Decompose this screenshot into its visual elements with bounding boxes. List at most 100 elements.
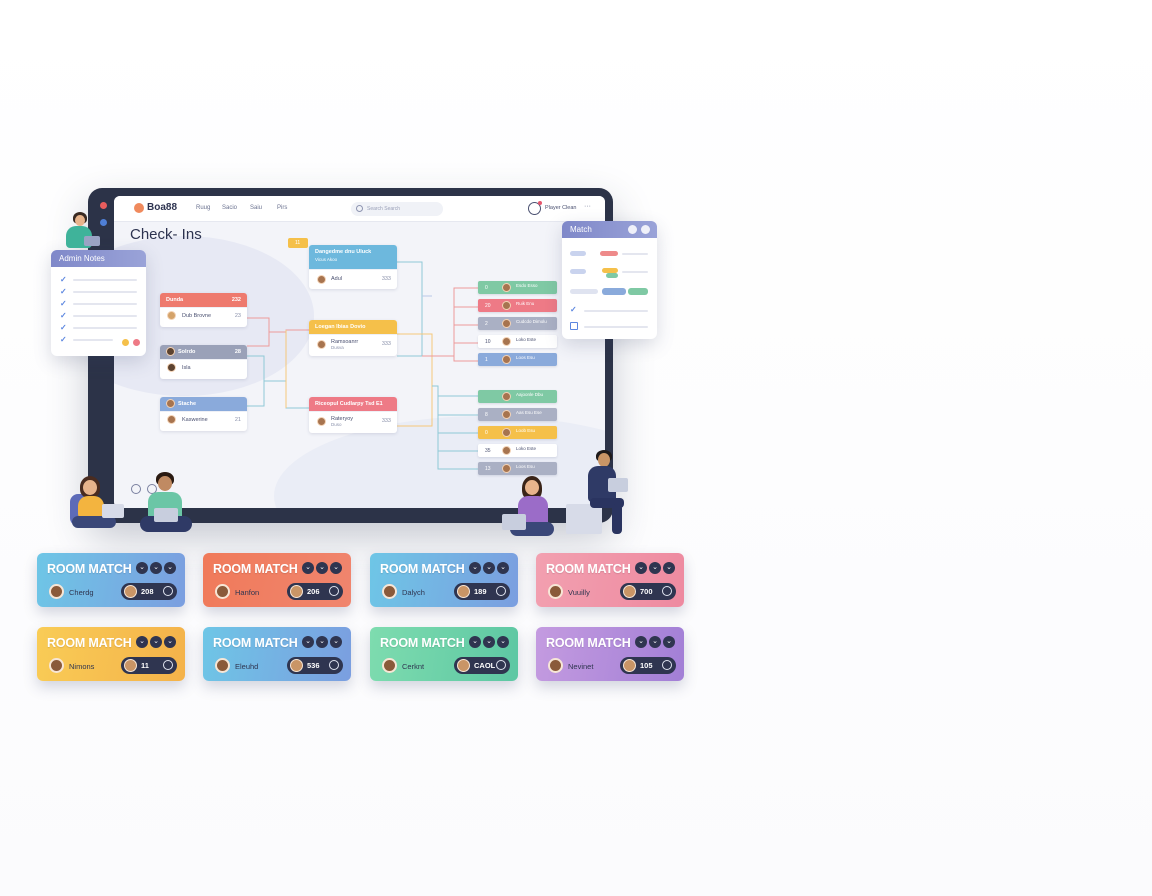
- search-input[interactable]: Search Search: [351, 202, 443, 216]
- player-name: Kaswerine: [182, 417, 208, 423]
- checkbox[interactable]: [570, 322, 578, 330]
- score-pill[interactable]: 189: [454, 583, 510, 600]
- score-value: CAOL: [474, 661, 496, 670]
- chevron-down-icon[interactable]: ⌄: [316, 562, 328, 574]
- chevron-down-icon[interactable]: ⌄: [635, 636, 647, 648]
- chevron-down-icon[interactable]: ⌄: [483, 636, 495, 648]
- nav-link[interactable]: Sacio: [222, 205, 238, 211]
- chevron-down-icon[interactable]: ⌄: [663, 636, 675, 648]
- check-icon[interactable]: ✓: [60, 287, 67, 296]
- match-panel[interactable]: Match ✓: [562, 221, 657, 339]
- chevron-down-icon[interactable]: ⌄: [469, 562, 481, 574]
- avatar: [167, 311, 176, 320]
- score-pill[interactable]: 105: [620, 657, 676, 674]
- search-placeholder: Search Search: [367, 206, 401, 212]
- pill-name: Loos Esu: [516, 464, 535, 469]
- bracket-connectors: [247, 261, 478, 470]
- chevron-down-icon[interactable]: ⌄: [663, 562, 675, 574]
- check-icon[interactable]: ✓: [60, 299, 67, 308]
- match-header-num: 232: [231, 297, 241, 303]
- avatar: [382, 584, 397, 599]
- chevron-down-icon[interactable]: ⌄: [302, 562, 314, 574]
- check-icon[interactable]: ✓: [570, 305, 577, 314]
- person-illustration: [66, 474, 132, 536]
- chevron-down-icon[interactable]: ⌄: [150, 562, 162, 574]
- divider-line: [584, 326, 648, 328]
- score-pill[interactable]: CAOL: [454, 657, 510, 674]
- user-icon[interactable]: [528, 202, 541, 215]
- chevron-down-icon[interactable]: ⌄: [136, 636, 148, 648]
- chevron-down-icon[interactable]: ⌄: [497, 562, 509, 574]
- chevron-down-icon[interactable]: ⌄: [164, 562, 176, 574]
- check-icon[interactable]: [641, 225, 650, 234]
- pill-name: Cudcdo Dimolu: [516, 319, 547, 324]
- chevron-down-icon[interactable]: ⌄: [150, 636, 162, 648]
- score-pill[interactable]: 208: [121, 583, 177, 600]
- chevron-down-icon[interactable]: ⌄: [164, 636, 176, 648]
- match-header: Riceopul Cudlarpy Tsd E1: [309, 397, 397, 411]
- chevron-down-icon[interactable]: ⌄: [649, 636, 661, 648]
- room-match-title: ROOM MATCH: [546, 636, 631, 650]
- app-logo[interactable]: Boa88: [134, 202, 177, 213]
- check-icon[interactable]: ✓: [60, 311, 67, 320]
- avatar: [502, 410, 511, 419]
- chevron-down-icon[interactable]: ⌄: [483, 562, 495, 574]
- avatar: [317, 275, 326, 284]
- chevron-down-icon[interactable]: ⌄: [330, 562, 342, 574]
- chevron-down-icon[interactable]: ⌄: [302, 636, 314, 648]
- nav-link[interactable]: Pirs: [277, 205, 288, 211]
- chevron-down-icon[interactable]: ⌄: [330, 636, 342, 648]
- chevron-down-icon[interactable]: ⌄: [497, 636, 509, 648]
- chevron-down-icon[interactable]: ⌄: [649, 562, 661, 574]
- room-match-title: ROOM MATCH: [380, 636, 465, 650]
- admin-notes-list: ✓ ✓ ✓ ✓ ✓ ✓: [51, 267, 146, 345]
- more-icon[interactable]: ···: [584, 203, 591, 210]
- admin-notes-panel[interactable]: Admin Notes ✓ ✓ ✓ ✓ ✓ ✓: [51, 250, 146, 356]
- chevron-down-icon[interactable]: ⌄: [136, 562, 148, 574]
- player-score: 21: [234, 417, 241, 423]
- person-illustration: [500, 476, 556, 540]
- chevron-down-icon[interactable]: ⌄: [316, 636, 328, 648]
- score-pill[interactable]: 206: [287, 583, 343, 600]
- check-icon[interactable]: ✓: [60, 323, 67, 332]
- score-pill[interactable]: 11: [121, 657, 177, 674]
- bracket-pill[interactable]: Aajoonle Dbu: [478, 390, 557, 403]
- chevron-down-icon[interactable]: ⌄: [469, 636, 481, 648]
- edit-icon[interactable]: [628, 225, 637, 234]
- check-icon[interactable]: ✓: [60, 335, 67, 344]
- nav-link[interactable]: Ruug: [196, 205, 211, 211]
- avatar: [548, 584, 563, 599]
- check-icon[interactable]: ✓: [60, 275, 67, 284]
- pill-name: Ruik Enu: [516, 301, 535, 306]
- phone-icon[interactable]: [131, 484, 141, 494]
- user-name[interactable]: Player Clean: [545, 205, 577, 211]
- nav-link[interactable]: Saiu: [250, 205, 263, 211]
- score-pill[interactable]: 536: [287, 657, 343, 674]
- score-pill[interactable]: 700: [620, 583, 676, 600]
- chevron-down-icon[interactable]: ⌄: [635, 562, 647, 574]
- avatar: [457, 659, 470, 672]
